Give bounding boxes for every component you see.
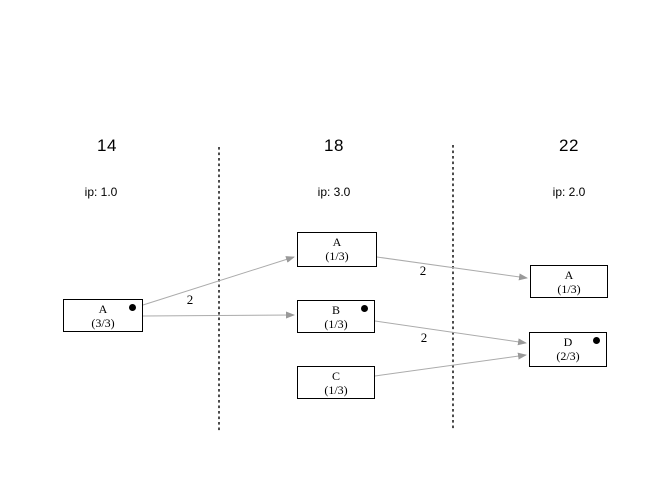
- timestep-header: 22: [559, 136, 579, 155]
- node-fraction: (1/3): [324, 383, 348, 397]
- ip-value-label: ip: 2.0: [552, 185, 586, 199]
- node-fraction: (1/3): [557, 282, 581, 296]
- node-fraction: (2/3): [556, 349, 580, 363]
- node-fraction: (3/3): [91, 316, 115, 330]
- node-box: A(1/3): [297, 232, 377, 267]
- ip-value-label: ip: 3.0: [317, 185, 351, 199]
- node-label: A: [332, 235, 342, 249]
- marker-dot-icon: [593, 337, 600, 344]
- ip-value-label: ip: 1.0: [84, 185, 118, 199]
- node-label: D: [563, 335, 573, 349]
- node-box: C(1/3): [297, 366, 375, 399]
- edge-weight-label: 2: [419, 263, 427, 278]
- timestep-header: 18: [324, 136, 344, 155]
- edge-line: [142, 311, 295, 319]
- node-label: B: [331, 303, 340, 317]
- node-fraction: (1/3): [324, 317, 348, 331]
- node-box: A(1/3): [530, 265, 608, 298]
- node-box: A(3/3): [63, 299, 143, 332]
- timestep-header: 14: [97, 136, 117, 155]
- edge-line: [374, 320, 527, 346]
- marker-dot-icon: [361, 305, 368, 312]
- node-box: D(2/3): [529, 332, 607, 367]
- edge-line: [376, 256, 528, 281]
- node-fraction: (1/3): [325, 249, 349, 263]
- node-label: A: [98, 302, 108, 316]
- node-box: B(1/3): [297, 300, 375, 333]
- node-label: A: [564, 268, 574, 282]
- edge-weight-label: 2: [420, 330, 428, 345]
- edge-weight-label: 2: [186, 292, 194, 307]
- node-label: C: [331, 369, 340, 383]
- edge-line: [142, 256, 295, 306]
- edge-line: [374, 352, 527, 377]
- marker-dot-icon: [129, 304, 136, 311]
